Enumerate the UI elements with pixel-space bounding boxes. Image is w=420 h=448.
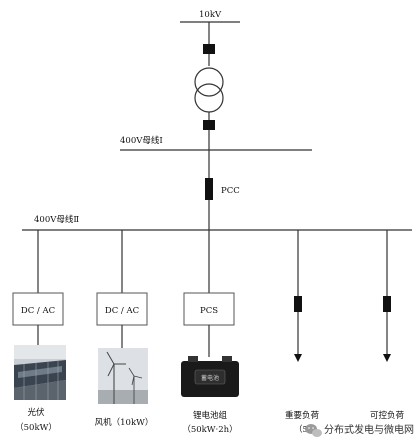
battery-capacity: （50kW·2h） bbox=[182, 424, 237, 435]
arrow-controllable-load-icon bbox=[383, 354, 391, 362]
pv-capacity: （50kW） bbox=[15, 422, 57, 433]
watermark: 分布式发电与微电网 bbox=[305, 423, 414, 437]
wind-name: 风机（10kW） bbox=[95, 417, 154, 428]
controllable-load-name: 可控负荷 bbox=[370, 410, 405, 421]
label-bus-1: 400V母线Ⅰ bbox=[120, 135, 163, 146]
pv-name: 光伏 bbox=[27, 407, 45, 418]
watermark-text: 分布式发电与微电网 bbox=[324, 423, 414, 436]
pcs-box-label: PCS bbox=[200, 306, 218, 316]
arrow-important-load-icon bbox=[294, 354, 302, 362]
important-load-name: 重要负荷 bbox=[285, 410, 320, 421]
battery-text: 蓄电池 bbox=[201, 374, 219, 382]
label-10kv: 10kV bbox=[199, 10, 222, 20]
breaker-controllable-load bbox=[383, 296, 391, 312]
label-bus-2: 400V母线Ⅱ bbox=[34, 214, 79, 225]
wind-turbine-icon bbox=[98, 348, 148, 404]
converter-box-wind-label: DC / AC bbox=[105, 306, 139, 316]
breaker-transformer bbox=[203, 120, 215, 130]
breaker-important-load bbox=[294, 296, 302, 312]
converter-box-pv-label: DC / AC bbox=[21, 306, 55, 316]
wechat-icon bbox=[305, 424, 322, 437]
transformer-icon bbox=[194, 67, 224, 113]
solar-panel-icon bbox=[14, 345, 66, 400]
battery-name: 锂电池组 bbox=[193, 410, 228, 421]
battery-icon: 蓄电池 bbox=[181, 356, 239, 397]
label-pcc: PCC bbox=[221, 186, 240, 196]
breaker-top bbox=[203, 44, 215, 54]
converter-box-wind bbox=[96, 292, 148, 326]
breaker-pcc bbox=[205, 178, 213, 200]
important-load-capacity: （5O bbox=[294, 424, 315, 435]
